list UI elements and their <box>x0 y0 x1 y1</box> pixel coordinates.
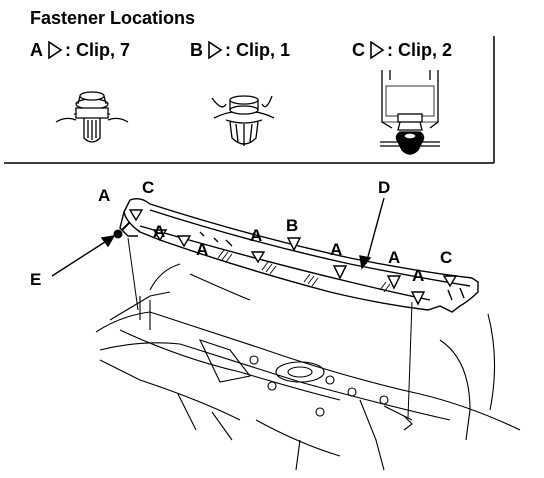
callout-e: E <box>30 270 42 289</box>
legend-text-a: : Clip, 7 <box>65 40 131 60</box>
callout-c: C <box>440 248 453 267</box>
legend-letter-c: C <box>352 40 365 60</box>
callout-a: A <box>98 186 111 205</box>
legend-text-b: : Clip, 1 <box>225 40 291 60</box>
callout-c: C <box>142 178 155 197</box>
legend-item-a: A : Clip, 7 <box>30 40 130 61</box>
legend-item-b: B : Clip, 1 <box>190 40 290 61</box>
legend-item-c: C : Clip, 2 <box>352 40 452 61</box>
clip-c-drawing <box>380 70 440 155</box>
callout-a: A <box>412 266 425 285</box>
grille-hatching <box>217 249 391 293</box>
callout-a: A <box>153 222 166 241</box>
triangle-marker-icon <box>370 40 385 60</box>
vehicle-body-sketch <box>95 263 521 471</box>
callout-a: A <box>196 240 209 259</box>
screw-e <box>113 221 131 239</box>
pointer-e <box>51 235 116 277</box>
callout-a: A <box>388 248 401 267</box>
clip-a-drawing <box>55 91 129 143</box>
callout-b: B <box>286 216 299 235</box>
callout-d: D <box>378 178 391 197</box>
legend-letter-b: B <box>190 40 203 60</box>
pointer-d <box>359 197 385 270</box>
leader-lines <box>127 237 413 419</box>
callout-a: A <box>330 240 343 259</box>
panel-clip-markers <box>128 209 458 306</box>
triangle-marker-icon <box>48 40 63 60</box>
legend-text-c: : Clip, 2 <box>387 40 453 60</box>
triangle-marker-icon <box>208 40 223 60</box>
legend-letter-a: A <box>30 40 43 60</box>
cowl-cover-panel <box>119 197 479 313</box>
diagram-title: Fastener Locations <box>30 8 196 28</box>
callout-a: A <box>250 226 263 245</box>
clip-b-drawing <box>211 95 275 146</box>
